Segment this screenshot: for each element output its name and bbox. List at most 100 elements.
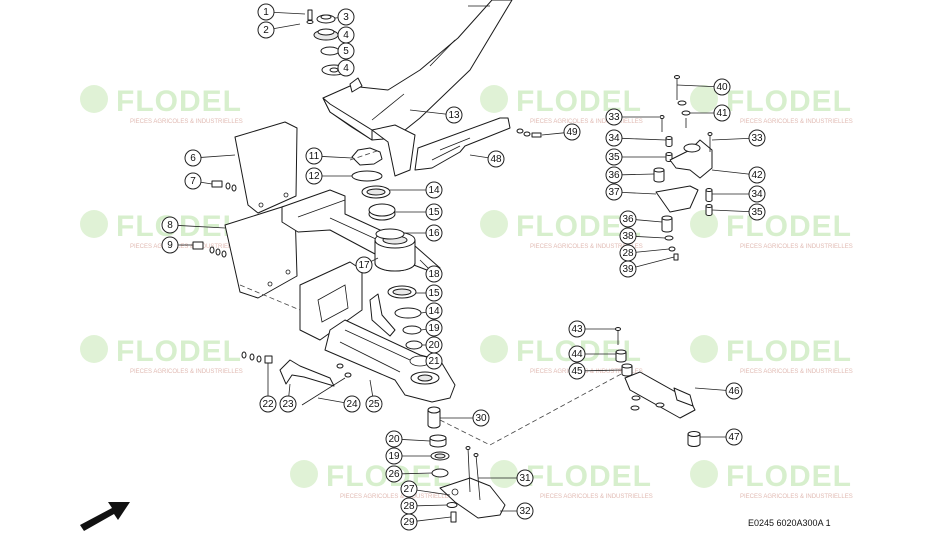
callout-33: 33 xyxy=(748,129,766,147)
callout-number: 43 xyxy=(571,324,583,335)
callout-32: 32 xyxy=(516,502,534,520)
callout-20: 20 xyxy=(385,430,403,448)
callout-circle xyxy=(161,236,179,254)
callout-number: 46 xyxy=(728,386,740,397)
callout-45: 45 xyxy=(568,362,586,380)
callout-1: 1 xyxy=(257,3,275,21)
callout-number: 4 xyxy=(343,63,349,74)
leader-line xyxy=(635,256,675,268)
callout-9: 9 xyxy=(161,236,179,254)
callout-circle xyxy=(425,284,443,302)
leader-line xyxy=(676,84,715,88)
callout-number: 49 xyxy=(566,127,578,138)
callout-number: 26 xyxy=(388,469,400,480)
callout-25: 25 xyxy=(365,395,383,413)
watermark-gear-icon xyxy=(80,85,108,113)
callout-circle xyxy=(713,104,731,122)
callout-number: 42 xyxy=(751,170,763,181)
callout-circle xyxy=(365,395,383,413)
callout-38: 38 xyxy=(619,227,637,245)
callout-4: 4 xyxy=(337,26,355,44)
callout-number: 36 xyxy=(622,214,634,225)
callout-circle xyxy=(337,42,355,60)
callout-number: 17 xyxy=(358,260,370,271)
callout-number: 7 xyxy=(190,176,196,187)
callout-circle xyxy=(425,181,443,199)
bolt-part-24 xyxy=(301,363,352,406)
callout-20: 20 xyxy=(425,336,443,354)
callout-number: 35 xyxy=(751,207,763,218)
callout-47: 47 xyxy=(725,428,743,446)
callout-circle xyxy=(605,183,623,201)
watermark-tagline: PIÈCES AGRICOLES & INDUSTRIELLES xyxy=(540,493,653,500)
watermark-gear-icon xyxy=(480,335,508,363)
callout-circle xyxy=(516,502,534,520)
watermark-tagline: PIÈCES AGRICOLES & INDUSTRIELLES xyxy=(130,368,243,375)
leader-line xyxy=(711,137,750,141)
plate-part-6 xyxy=(234,121,298,214)
callout-15: 15 xyxy=(425,203,443,221)
callout-circle xyxy=(425,319,443,337)
callout-number: 22 xyxy=(262,399,274,410)
callout-18: 18 xyxy=(425,265,443,283)
watermark-tagline: PIÈCES AGRICOLES & INDUSTRIELLES xyxy=(530,243,643,250)
ring-stack-bottom xyxy=(429,434,450,478)
callout-number: 15 xyxy=(428,207,440,218)
callout-5: 5 xyxy=(337,42,355,60)
callout-circle xyxy=(563,123,581,141)
watermark-brand: FLODEL xyxy=(116,210,242,243)
watermark-brand: FLODEL xyxy=(726,85,852,118)
watermark-tagline: PIÈCES AGRICOLES & INDUSTRIELLES xyxy=(130,243,243,250)
callout-number: 11 xyxy=(309,151,320,162)
callout-number: 18 xyxy=(428,269,440,280)
leader-lines xyxy=(177,12,750,522)
callout-46: 46 xyxy=(725,382,743,400)
callout-28: 28 xyxy=(400,497,418,515)
callout-34: 34 xyxy=(605,129,623,147)
callout-circle xyxy=(568,320,586,338)
leader-line xyxy=(469,154,489,159)
callout-13: 13 xyxy=(445,106,463,124)
callout-number: 28 xyxy=(403,501,415,512)
callout-number: 12 xyxy=(308,171,320,182)
callout-circle xyxy=(748,166,766,184)
callout-number: 19 xyxy=(428,323,440,334)
callout-number: 8 xyxy=(167,220,173,231)
watermark-brand: FLODEL xyxy=(726,335,852,368)
callout-circle xyxy=(748,203,766,221)
leader-line xyxy=(273,12,306,15)
callout-42: 42 xyxy=(748,166,766,184)
callout-2: 2 xyxy=(257,21,275,39)
callout-number: 25 xyxy=(368,399,380,410)
watermark-gear-icon xyxy=(490,460,518,488)
callout-number: 33 xyxy=(608,112,620,123)
callout-circle xyxy=(487,150,505,168)
watermark-gear-icon xyxy=(690,460,718,488)
pins-part-31 xyxy=(465,446,481,501)
watermark-gear-icon xyxy=(480,85,508,113)
leader-line xyxy=(420,328,427,331)
callout-number: 37 xyxy=(608,187,620,198)
callout-circle xyxy=(748,185,766,203)
callout-circle xyxy=(619,260,637,278)
callout-circle xyxy=(305,147,323,165)
leader-line xyxy=(409,109,447,115)
callout-31: 31 xyxy=(516,469,534,487)
leader-line xyxy=(177,225,226,229)
callout-circle xyxy=(748,129,766,147)
leader-line xyxy=(401,472,433,475)
leader-line xyxy=(317,397,345,404)
leader-line xyxy=(416,504,448,507)
callout-circle xyxy=(605,129,623,147)
callout-number: 19 xyxy=(388,451,400,462)
callout-circle xyxy=(568,345,586,363)
callout-22: 22 xyxy=(259,395,277,413)
leader-line xyxy=(541,132,565,136)
drawing-reference: E0245 6020A300A 1 xyxy=(748,518,831,528)
callout-circle xyxy=(257,21,275,39)
